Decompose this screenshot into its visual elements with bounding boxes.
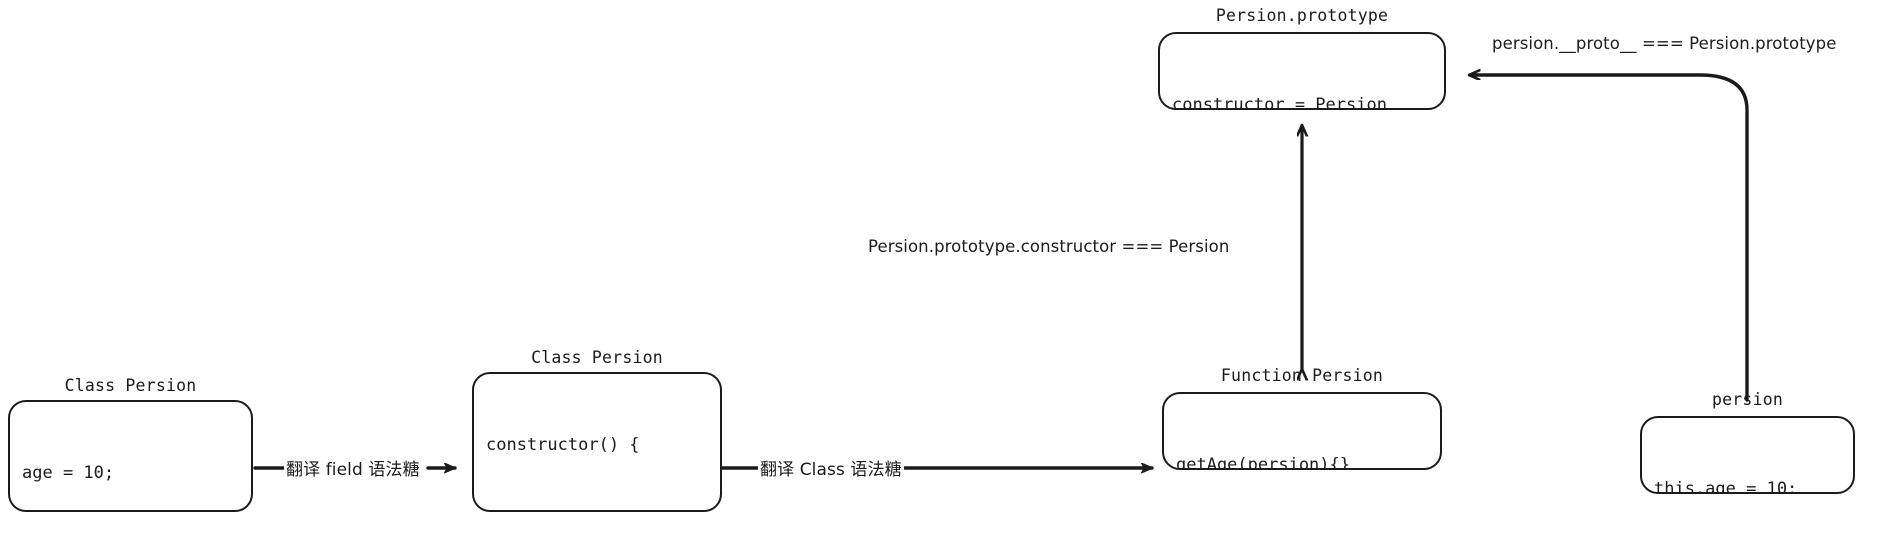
caption-persion-instance: persion bbox=[1712, 390, 1783, 409]
code-line: getAge(persion){} bbox=[1176, 454, 1350, 470]
code-line: constructor = Persion bbox=[1172, 94, 1387, 110]
edge-label-field-desugar: 翻译 field 语法糖 bbox=[284, 455, 422, 480]
caption-persion-prototype: Persion.prototype bbox=[1215, 6, 1389, 25]
caption-class-persion-source: Class Persion bbox=[64, 376, 197, 395]
caption-class-persion-desugared: Class Persion bbox=[531, 348, 663, 367]
edge-label-class-desugar: 翻译 Class 语法糖 bbox=[758, 455, 904, 480]
node-class-persion-source[interactable]: age = 10; static getAge(persion){} getAg… bbox=[8, 400, 253, 512]
node-persion-instance[interactable]: this.age = 10; __proto__ bbox=[1640, 416, 1855, 494]
code-line: age = 10; bbox=[22, 462, 115, 483]
node-function-persion[interactable]: getAge(persion){} prototype bbox=[1162, 392, 1442, 470]
edge-label-proto-link: persion.__proto__ === Persion.prototype bbox=[1490, 34, 1839, 53]
code-line: this.age = 10; bbox=[486, 507, 710, 510]
node-persion-prototype[interactable]: constructor = Persion getAge(){} bbox=[1158, 32, 1446, 110]
node-class-persion-desugared[interactable]: constructor() { this.age = 10; } static … bbox=[472, 372, 722, 512]
code-line: constructor() { bbox=[486, 434, 640, 455]
edge-label-prototype-constructor: Persion.prototype.constructor === Persio… bbox=[866, 237, 1232, 256]
connector-proto-link bbox=[1470, 75, 1749, 402]
caption-function-persion: Function Persion bbox=[1220, 366, 1384, 385]
code-line: this.age = 10; bbox=[1654, 478, 1798, 494]
